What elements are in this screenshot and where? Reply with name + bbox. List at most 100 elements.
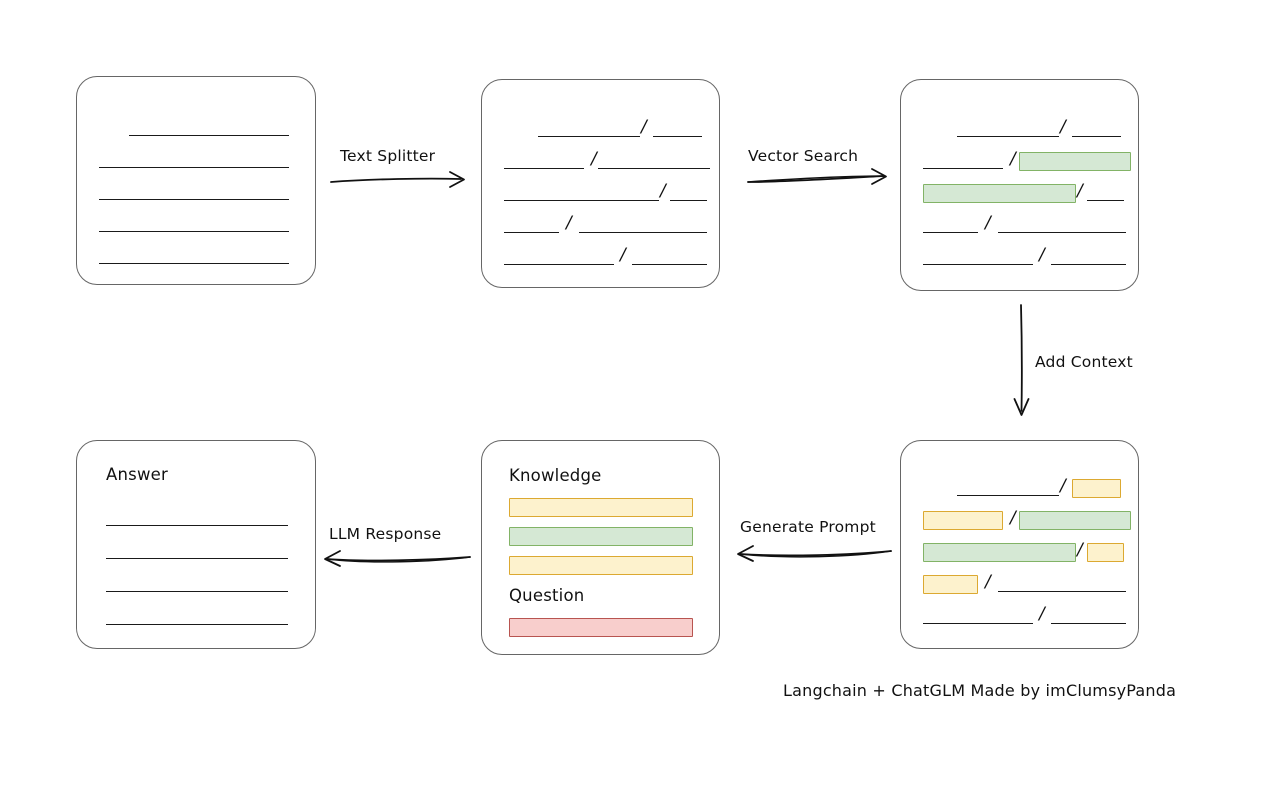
text-line-segment (99, 231, 289, 232)
document-line: / (923, 541, 1124, 563)
text-line-segment (923, 232, 978, 233)
text-line-segment (99, 263, 289, 264)
slash-separator: / (1060, 475, 1066, 496)
text-line-segment (1050, 623, 1126, 624)
text-line-segment (957, 495, 1059, 496)
question-chips (482, 441, 719, 654)
document-line (509, 525, 693, 547)
text-line-segment (997, 591, 1126, 592)
highlight-chip-green (1018, 510, 1131, 530)
slash-separator: / (985, 212, 991, 233)
text-line-segment (106, 591, 288, 592)
text-line-segment (1050, 264, 1126, 265)
slash-separator: / (1039, 244, 1045, 265)
text-line-segment (129, 135, 289, 136)
document-line (99, 181, 289, 203)
vector-matched-lines: / / / / / (901, 80, 1138, 290)
answer-lines (77, 441, 315, 648)
document-line (106, 540, 288, 562)
knowledge-heading: Knowledge (509, 466, 602, 485)
highlight-chip-yellow (1086, 542, 1124, 562)
text-line-segment (578, 232, 707, 233)
text-line-segment (652, 136, 702, 137)
generate-prompt-arrow (737, 545, 892, 562)
document-line: / (923, 246, 1126, 268)
text-line-segment (504, 232, 559, 233)
answer-card[interactable]: Answer (76, 440, 316, 649)
text-line-segment (106, 624, 288, 625)
text-line-segment (538, 136, 640, 137)
document-line (509, 496, 693, 518)
highlight-chip-green (923, 542, 1076, 562)
document-line: / (538, 118, 702, 140)
document-line (99, 245, 289, 267)
document-line (509, 616, 693, 638)
text-line-segment (106, 558, 288, 559)
document-line: / (923, 605, 1126, 627)
add-context-arrow (1013, 304, 1030, 416)
slash-separator: / (1060, 116, 1066, 137)
text-line-segment (957, 136, 1059, 137)
text-line-segment (504, 168, 584, 169)
document-line: / (923, 150, 1131, 172)
slash-separator: / (1039, 603, 1045, 624)
document-line: / (923, 182, 1124, 204)
text-line-segment (504, 200, 659, 201)
document-line: / (923, 573, 1126, 595)
split-document-lines: / / / / / (482, 80, 719, 287)
document-line (99, 213, 289, 235)
document-line (106, 606, 288, 628)
text-line-segment (923, 168, 1003, 169)
text-line-segment (923, 623, 1033, 624)
slash-separator: / (985, 571, 991, 592)
add-context-label: Add Context (1035, 353, 1133, 371)
slash-separator: / (566, 212, 572, 233)
question-heading: Question (509, 586, 585, 605)
text-line-segment (923, 264, 1033, 265)
vector-matched-document-card[interactable]: / / / / / (900, 79, 1139, 291)
generate-prompt-label: Generate Prompt (740, 518, 876, 536)
context-document-lines: / / / / / (901, 441, 1138, 648)
highlight-chip-green (1018, 151, 1131, 171)
document-line (106, 573, 288, 595)
vector-search-arrow (747, 168, 887, 185)
document-line: / (957, 477, 1121, 499)
text-line-segment (99, 199, 289, 200)
slash-separator: / (1077, 180, 1083, 201)
slash-separator: / (1077, 539, 1083, 560)
slash-separator: / (1010, 148, 1016, 169)
vector-search-label: Vector Search (748, 147, 859, 165)
slash-separator: / (641, 116, 647, 137)
text-line-segment (997, 232, 1126, 233)
text-line-segment (504, 264, 614, 265)
slash-separator: / (620, 244, 626, 265)
document-line: / (504, 246, 707, 268)
highlight-chip-green (509, 526, 693, 546)
document-line: / (923, 509, 1131, 531)
llm-response-label: LLM Response (329, 525, 442, 543)
highlight-chip-yellow (923, 574, 978, 594)
text-splitter-label: Text Splitter (340, 147, 436, 165)
document-line (129, 117, 289, 139)
split-document-card[interactable]: / / / / / (481, 79, 720, 288)
document-line: / (923, 214, 1126, 236)
source-document-card[interactable] (76, 76, 316, 285)
llm-response-arrow (324, 550, 471, 567)
highlight-chip-green (923, 183, 1076, 203)
document-line (509, 554, 693, 576)
prompt-card[interactable]: Knowledge Question (481, 440, 720, 655)
slash-separator: / (1010, 507, 1016, 528)
text-line-segment (99, 167, 289, 168)
document-line: / (504, 182, 707, 204)
highlight-chip-red (509, 617, 693, 637)
text-line-segment (631, 264, 707, 265)
document-line (99, 149, 289, 171)
text-line-segment (106, 525, 288, 526)
slash-separator: / (591, 148, 597, 169)
context-document-card[interactable]: / / / / / (900, 440, 1139, 649)
document-line: / (504, 214, 707, 236)
source-document-lines (77, 77, 315, 284)
answer-heading: Answer (106, 465, 168, 484)
text-line-segment (597, 168, 710, 169)
text-splitter-arrow (330, 171, 465, 188)
